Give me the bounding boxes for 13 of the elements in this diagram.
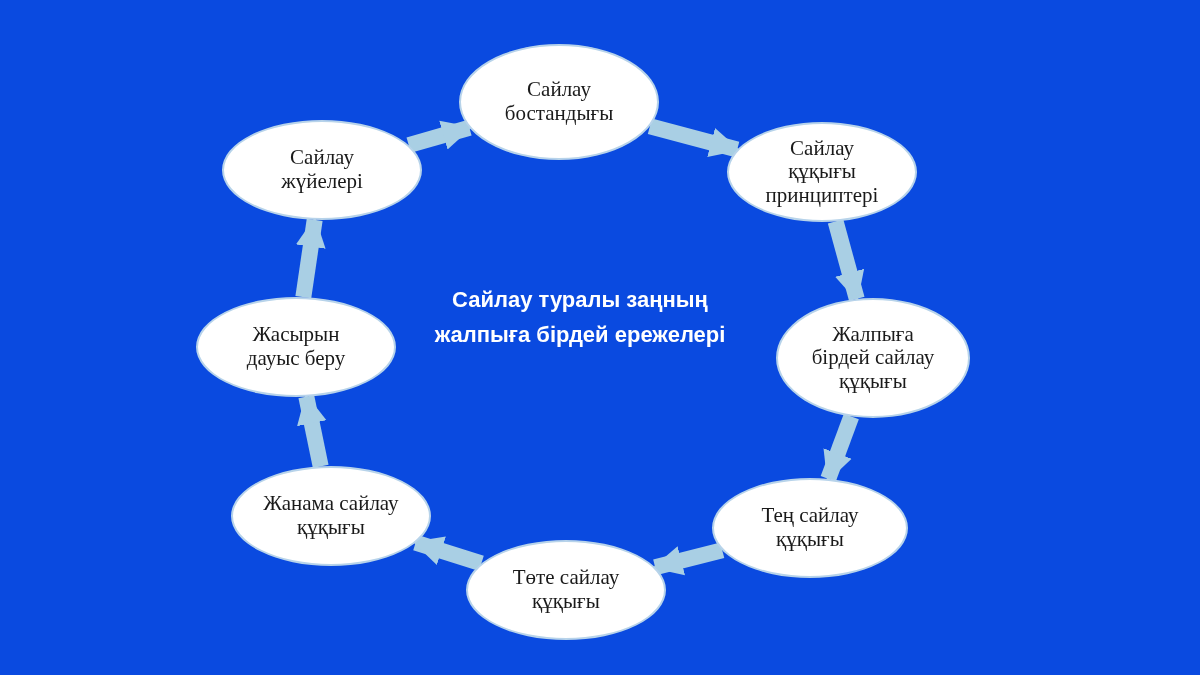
block-arrow [647, 118, 741, 158]
node-text: Сайлау құқығы принциптері [764, 136, 880, 208]
node-text: Жанама сайлау құқығы [262, 492, 400, 540]
node-text: Жалпыға бірдей сайлау құқығы [810, 322, 936, 394]
node-text: Тең сайлау құқығы [760, 504, 860, 552]
node-text: Сайлау жүйелері [280, 146, 364, 194]
block-arrow [406, 120, 473, 153]
center-title: Сайлау туралы заңның жалпыға бірдей ережелері [433, 286, 727, 350]
node-text: Сайлау бостандығы [503, 78, 615, 126]
block-arrow [652, 542, 725, 576]
node-text: Жасырын дауыс беру [245, 323, 347, 371]
block-arrow [412, 535, 484, 571]
node-text: Төте сайлау құқығы [511, 566, 621, 614]
